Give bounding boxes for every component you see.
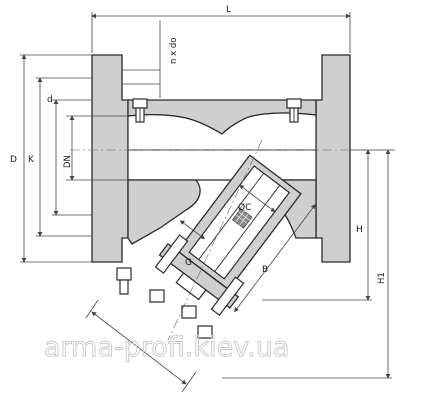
top-right-bolt-icon	[286, 98, 302, 123]
label-H: H	[356, 225, 363, 235]
watermark: arma-profi.kiev.ua	[44, 332, 289, 363]
label-K: K	[28, 155, 35, 165]
dim-H1	[222, 149, 392, 379]
dim-d	[52, 99, 92, 216]
dim-L	[91, 12, 351, 53]
leg-centerline	[167, 139, 263, 341]
dim-DN	[66, 115, 128, 181]
cover-nuts	[116, 267, 213, 339]
label-B: B	[262, 265, 268, 275]
label-G: G	[185, 258, 192, 268]
strainer-leg	[154, 154, 316, 317]
label-C: ØC	[238, 202, 251, 213]
dim-bottom-inclined	[85, 299, 197, 393]
label-DN: DN	[63, 155, 73, 168]
label-d: d	[47, 95, 53, 105]
top-left-bolt-icon	[132, 98, 148, 123]
label-H1: H1	[377, 272, 387, 284]
dim-K	[36, 77, 92, 237]
label-n-x-do: n x do	[169, 38, 179, 64]
dim-n-do	[122, 20, 161, 98]
label-L: L	[226, 5, 231, 15]
label-D: D	[10, 155, 17, 165]
dim-D	[20, 54, 92, 263]
